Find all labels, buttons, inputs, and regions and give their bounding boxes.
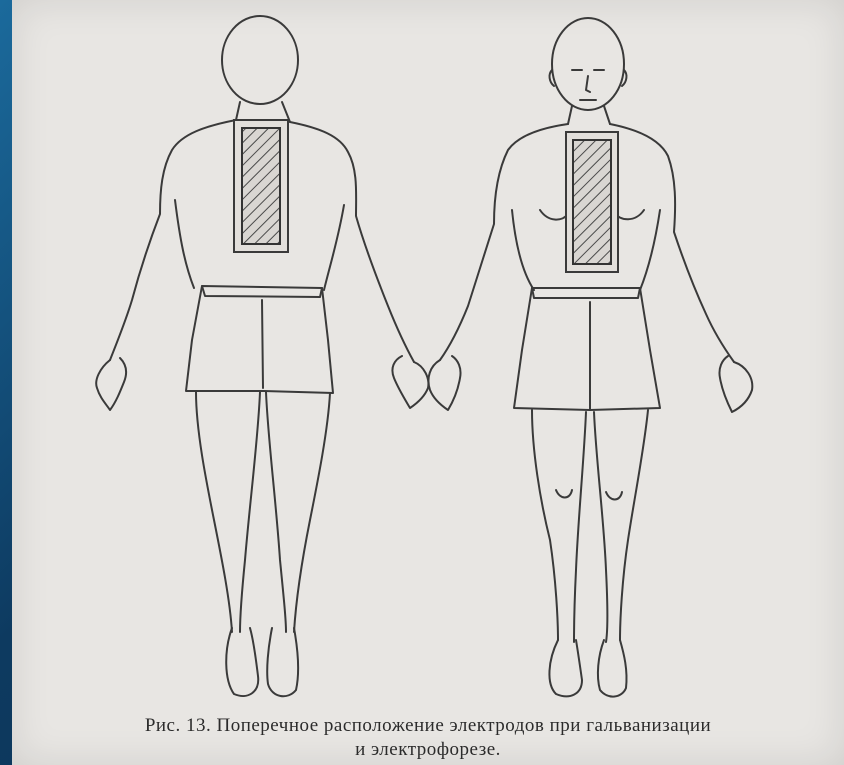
front-neck [568,106,610,124]
back-head [222,16,298,104]
back-torso [110,120,236,360]
back-legs [196,392,330,632]
caption-line-2: и электрофорезе. [12,738,844,762]
front-right-hand [719,356,752,412]
front-feet [549,640,626,697]
back-view-figure [96,16,428,696]
front-left-hand [428,356,460,410]
back-right-hand [392,356,428,408]
front-view-figure [428,18,752,697]
figure-caption: Рис. 13. Поперечное расположение электро… [12,714,844,762]
front-electrode-plate [573,140,611,264]
front-head [552,18,624,110]
front-face [572,70,604,100]
back-feet [226,628,298,696]
caption-line-1: Рис. 13. Поперечное расположение электро… [12,714,844,738]
back-left-hand [96,358,126,410]
back-shorts [186,286,333,393]
back-electrode-plate [242,128,280,244]
front-legs [532,410,648,642]
front-torso [440,124,568,360]
front-shorts [514,288,660,410]
